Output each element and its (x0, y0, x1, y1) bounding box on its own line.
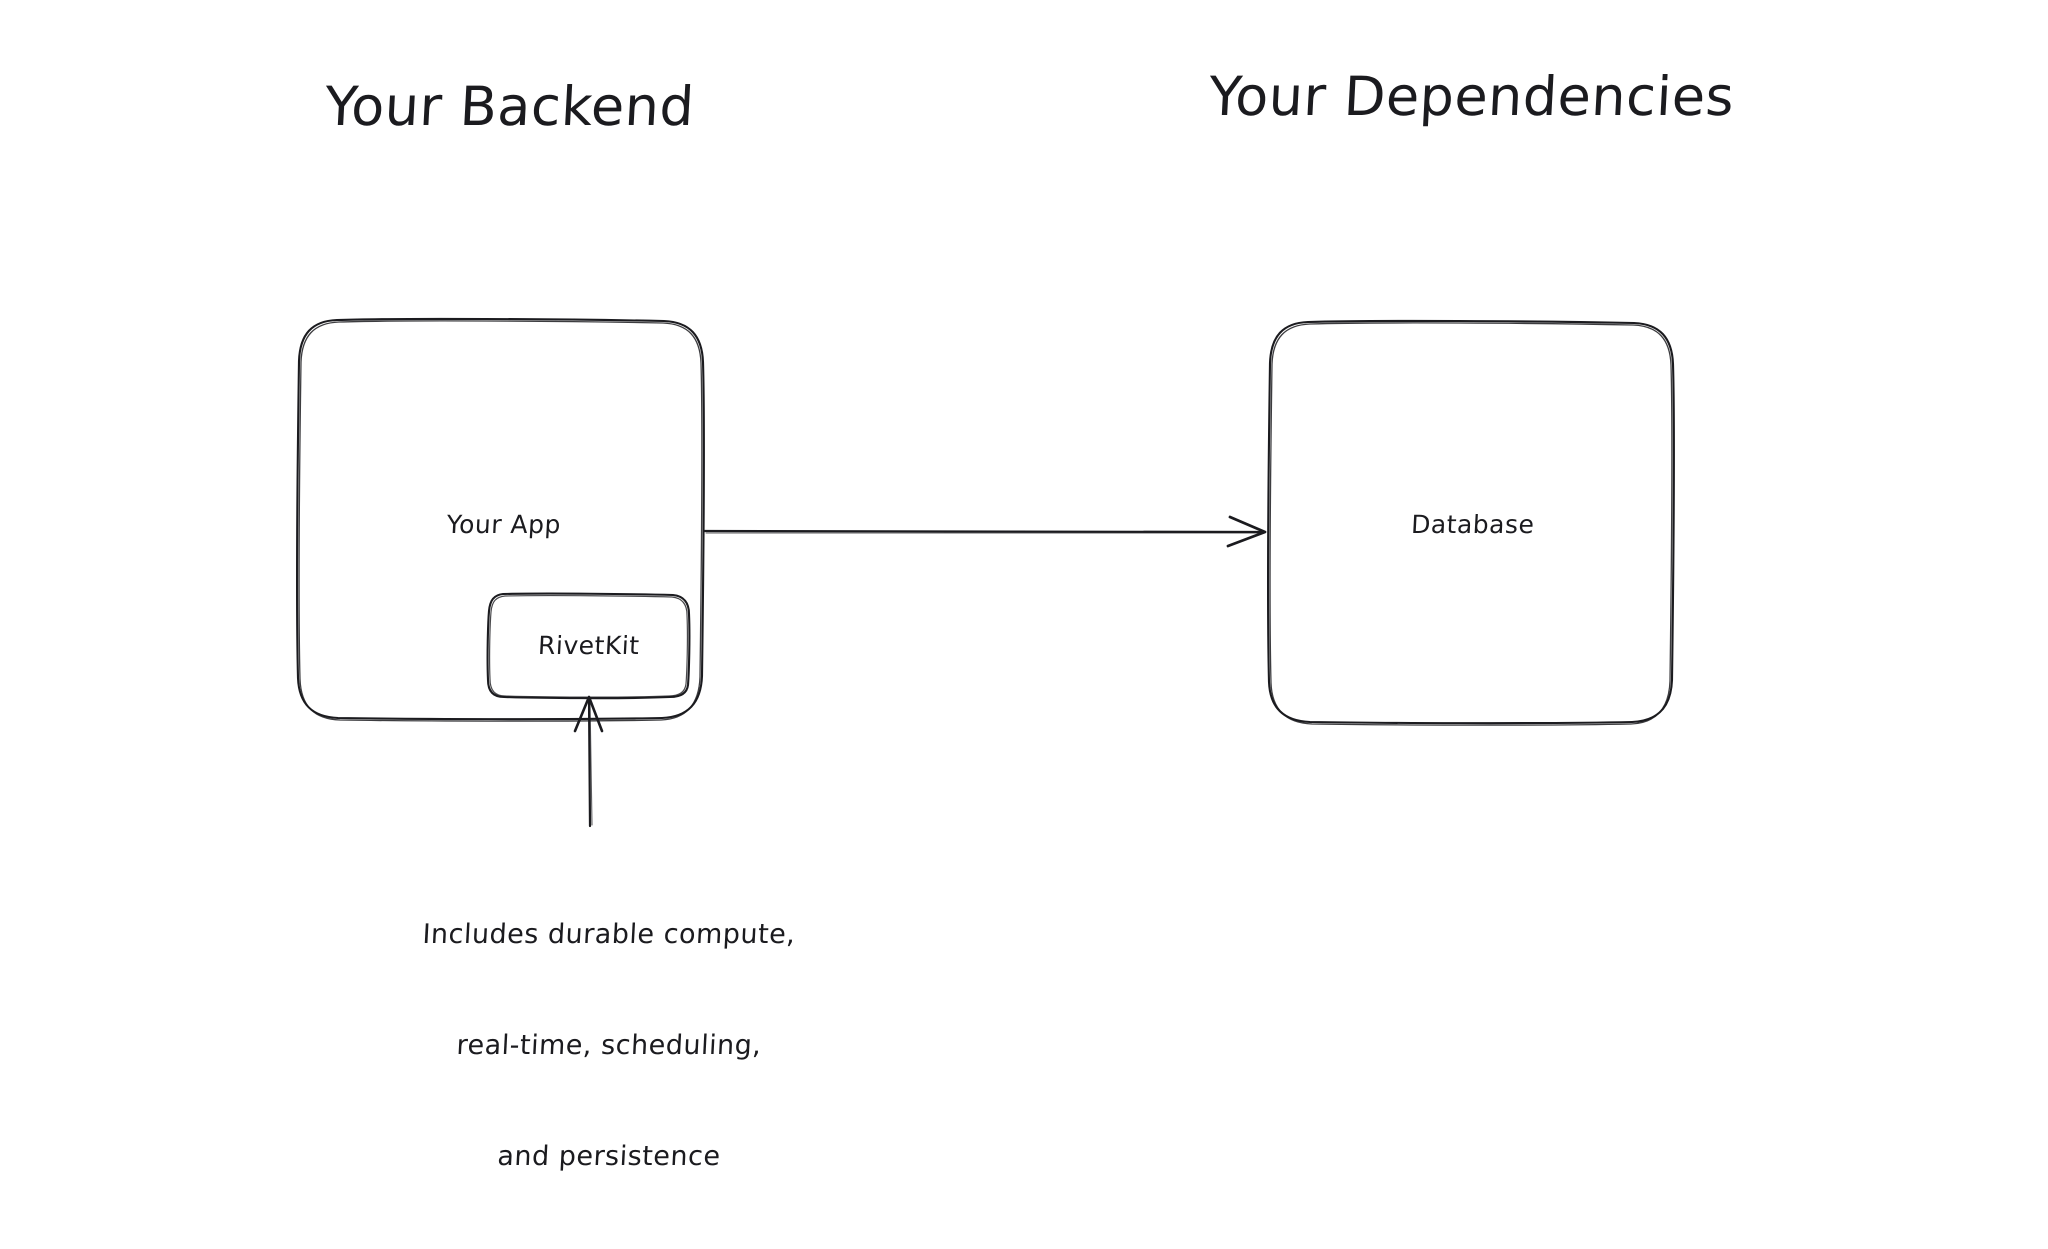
annotation-line-3: and persistence (496, 1141, 722, 1172)
node-label-your-app: Your App (445, 510, 562, 539)
group-title-your-dependencies: Your Dependencies (1207, 65, 1736, 128)
node-label-database: Database (1410, 510, 1536, 539)
diagram-canvas: Your Backend Your Dependencies Your App … (296, 65, 1736, 1172)
annotation-line-2: real-time, scheduling, (455, 1030, 763, 1061)
annotation-line-1: Includes durable compute, (421, 919, 797, 950)
arrow-annotation-to-rivetkit[interactable] (573, 695, 604, 828)
annotation-rivetkit-features: Includes durable compute, real-time, sch… (421, 842, 797, 1249)
arrow-app-to-database[interactable] (702, 515, 1267, 548)
your-app-box[interactable] (296, 317, 705, 722)
diagram-sketch-layer (296, 317, 1675, 828)
node-label-rivetkit: RivetKit (537, 631, 641, 660)
rivetkit-box[interactable] (486, 592, 691, 700)
database-box[interactable] (1267, 319, 1675, 726)
group-title-your-backend: Your Backend (323, 75, 696, 138)
